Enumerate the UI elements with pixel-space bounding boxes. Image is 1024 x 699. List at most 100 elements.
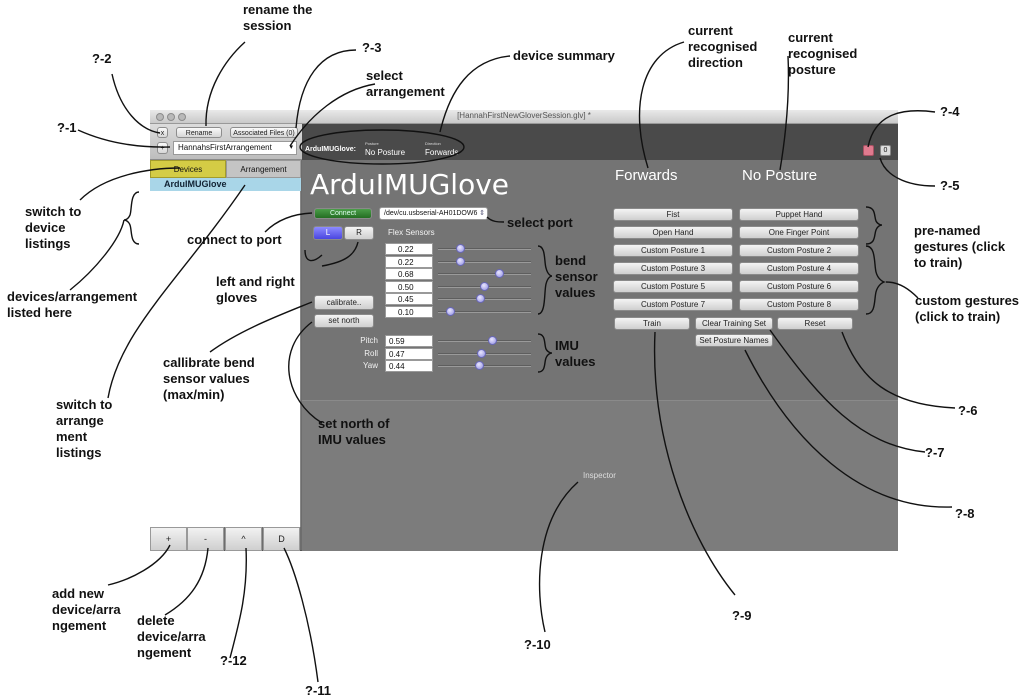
annotation-custom-gestures: custom gestures (click to train) (915, 293, 1020, 324)
custom-gesture-button[interactable]: Custom Posture 4 (739, 262, 859, 275)
updown-chevron-icon[interactable]: ⇕ (479, 210, 485, 217)
custom-gesture-button[interactable]: Custom Posture 2 (739, 244, 859, 257)
move-up-button[interactable]: ^ (225, 527, 262, 551)
q10-leader (538, 481, 579, 633)
annotation-q12: ?-12 (220, 653, 247, 668)
delete-item-button[interactable]: - (187, 527, 224, 551)
annotation-q6: ?-6 (958, 403, 978, 418)
annotation-rename: rename the session (243, 2, 313, 33)
title-bar: [HannahFirstNewGloverSession.glv] * (150, 110, 898, 124)
summary-posture-caption: Posture (365, 141, 379, 146)
q11-leader (283, 547, 319, 683)
set-posture-names-button[interactable]: Set Posture Names (695, 334, 773, 347)
imu-value: 0.44 (385, 360, 433, 372)
inspector-label: Inspector (583, 471, 616, 480)
annotation-current-direction: current recognised direction (688, 23, 758, 70)
calibrate-leader (209, 301, 313, 353)
custom-gesture-button[interactable]: Custom Posture 7 (613, 298, 733, 311)
annotation-q5: ?-5 (940, 178, 960, 193)
flex-slider-knob[interactable] (456, 257, 465, 266)
named-gesture-button[interactable]: Fist (613, 208, 733, 221)
annotation-device-summary: device summary (513, 48, 615, 63)
device-name-heading: ArduIMUGlove (310, 168, 510, 201)
flex-slider-knob[interactable] (446, 307, 455, 316)
flex-slider-knob[interactable] (480, 282, 489, 291)
left-glove-button[interactable]: L (313, 226, 343, 240)
devices-listed-leader (69, 219, 125, 291)
imu-slider-track[interactable] (438, 365, 531, 367)
duplicate-button[interactable]: D (263, 527, 300, 551)
custom-gesture-button[interactable]: Custom Posture 3 (613, 262, 733, 275)
right-glove-button[interactable]: R (344, 226, 374, 240)
named-gesture-button[interactable]: One Finger Point (739, 226, 859, 239)
device-sidebar (150, 160, 301, 527)
custom-brace (865, 245, 887, 315)
zoom-window-icon[interactable] (178, 113, 186, 121)
flex-slider-knob[interactable] (476, 294, 485, 303)
q9-leader (653, 331, 736, 596)
flex-sensor-value: 0.50 (385, 281, 433, 293)
q6-leader (841, 331, 956, 409)
session-name-field[interactable]: HannahsFirstArrangement ▾ (173, 141, 297, 155)
custom-gesture-button[interactable]: Custom Posture 1 (613, 244, 733, 257)
add-session-button[interactable]: + (157, 142, 168, 154)
annotation-select-port: select port (507, 215, 573, 230)
imu-brace (537, 333, 553, 373)
imu-label: Pitch (360, 336, 378, 345)
connect-button[interactable]: Connect (314, 208, 372, 219)
named-gesture-button[interactable]: Open Hand (613, 226, 733, 239)
rename-button[interactable]: Rename (176, 127, 222, 138)
flex-slider-track[interactable] (438, 273, 531, 275)
close-window-icon[interactable] (156, 113, 164, 121)
imu-slider-knob[interactable] (488, 336, 497, 345)
annotation-q1: ?-1 (57, 120, 77, 135)
annotation-connect-port: connect to port (187, 232, 282, 247)
annotation-switch-device: switch to device listings (25, 204, 82, 251)
imu-label: Yaw (363, 361, 378, 370)
imu-slider-knob[interactable] (475, 361, 484, 370)
flex-slider-track[interactable] (438, 261, 531, 263)
tab-arrangement[interactable]: Arrangement (226, 160, 301, 178)
imu-slider-knob[interactable] (477, 349, 486, 358)
flex-slider-track[interactable] (438, 311, 531, 313)
summary-direction-caption: Direction (425, 141, 441, 146)
flex-slider-knob[interactable] (495, 269, 504, 278)
connect-leader (264, 212, 313, 233)
custom-gesture-button[interactable]: Custom Posture 5 (613, 280, 733, 293)
calibrate-button[interactable]: calibrate.. (314, 295, 374, 310)
named-gesture-button[interactable]: Puppet Hand (739, 208, 859, 221)
imu-slider-track[interactable] (438, 340, 531, 342)
tab-devices[interactable]: Devices (150, 160, 226, 178)
session-name-value: HannahsFirstArrangement (178, 143, 272, 152)
q8-leader (744, 349, 953, 508)
train-button[interactable]: Train (614, 317, 690, 330)
chevron-down-icon[interactable]: ▾ (289, 144, 293, 151)
q7-leader (769, 329, 926, 453)
flex-sensor-value: 0.68 (385, 268, 433, 280)
set-north-button[interactable]: set north (314, 314, 374, 328)
annotation-switch-arrangement: switch to arrange ment listings (56, 397, 113, 460)
imu-value: 0.59 (385, 335, 433, 347)
set-north-leader (288, 321, 323, 424)
flex-slider-track[interactable] (438, 248, 531, 250)
rename-leader (205, 41, 246, 127)
annotation-imu-values: IMU values (555, 338, 596, 369)
flex-sensor-value: 0.45 (385, 293, 433, 305)
associated-files-button[interactable]: Associated Files (0) (230, 127, 298, 138)
current-posture-label: No Posture (742, 167, 818, 184)
custom-leader (885, 281, 919, 299)
clear-training-set-button[interactable]: Clear Training Set (695, 317, 773, 330)
custom-gesture-button[interactable]: Custom Posture 8 (739, 298, 859, 311)
list-item[interactable]: ArduIMUGlove (150, 178, 301, 191)
left-glove-leader (304, 249, 323, 262)
minimize-window-icon[interactable] (167, 113, 175, 121)
q5-leader (879, 157, 936, 187)
port-select[interactable]: /dev/cu.usbserial-AH01DOW6 ⇕ (379, 207, 488, 220)
flex-slider-knob[interactable] (456, 244, 465, 253)
direction-leader (638, 41, 685, 169)
custom-gesture-button[interactable]: Custom Posture 6 (739, 280, 859, 293)
reset-button[interactable]: Reset (777, 317, 853, 330)
add-item-button[interactable]: + (150, 527, 187, 551)
count-badge[interactable]: 0 (880, 145, 891, 156)
